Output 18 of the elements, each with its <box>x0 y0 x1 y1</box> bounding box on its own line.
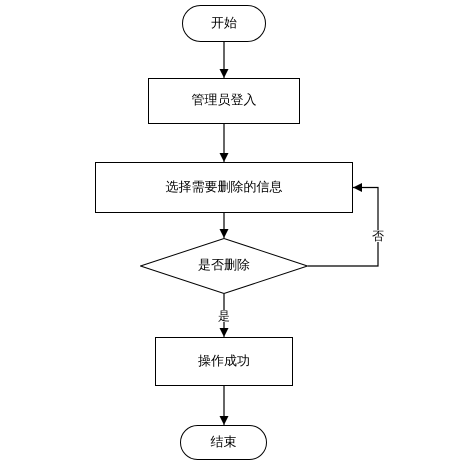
node-label: 管理员登入 <box>192 92 256 110</box>
arrow <box>220 386 228 425</box>
process-box <box>95 162 353 213</box>
arrow <box>308 183 379 267</box>
terminal-node <box>180 425 267 460</box>
edge-label: 否 <box>371 230 385 242</box>
node-label: 是否删除 <box>198 257 250 276</box>
node-label: 开始 <box>211 14 237 33</box>
node-label: 选择需要删除的信息 <box>166 178 282 197</box>
process-box <box>148 78 300 124</box>
arrow <box>220 42 228 78</box>
process-box <box>155 337 293 386</box>
arrow <box>220 213 228 238</box>
node-label: 操作成功 <box>198 352 250 371</box>
edge-label: 是 <box>217 310 231 322</box>
terminal-node <box>182 5 266 42</box>
node-label: 结束 <box>210 434 236 452</box>
arrow <box>220 124 228 162</box>
